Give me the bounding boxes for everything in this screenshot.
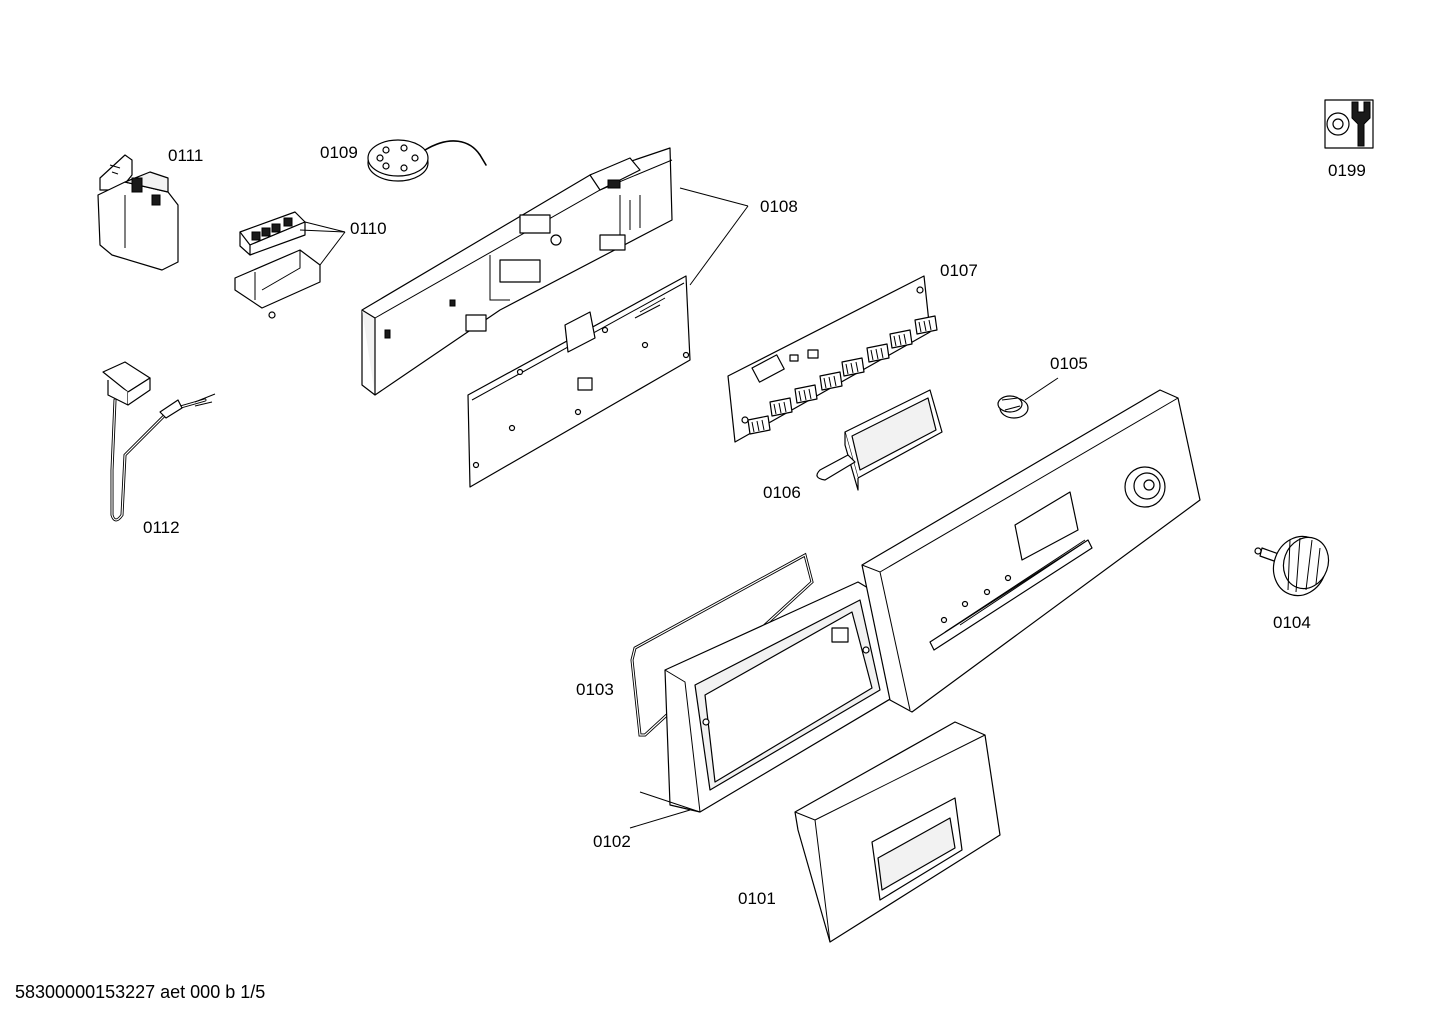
label-0110: 0110 (350, 219, 387, 238)
label-0104: 0104 (1273, 613, 1311, 632)
label-0108: 0108 (760, 197, 798, 216)
leader-lines (299, 187, 1059, 829)
part-0107-control-pcb (727, 275, 938, 443)
part-0110-module (234, 211, 321, 319)
part-0108-carrier (361, 147, 673, 396)
label-0101: 0101 (738, 889, 776, 908)
part-control-panel (861, 389, 1201, 713)
label-0106: 0106 (763, 483, 801, 502)
part-0108-pcb (467, 275, 691, 488)
label-0105: 0105 (1050, 354, 1088, 373)
part-0199-wrench-icon (1324, 99, 1374, 149)
label-0107: 0107 (940, 261, 978, 280)
label-0103: 0103 (576, 680, 614, 699)
document-reference: 58300000153227 aet 000 b 1/5 (15, 982, 266, 1002)
part-0101-drawer (794, 721, 1001, 943)
part-0104-knob (1254, 535, 1330, 597)
part-0103-seal (630, 552, 814, 737)
part-0102-frame (664, 581, 903, 813)
part-0106-display (816, 389, 943, 491)
part-0112-mains-cable (102, 361, 216, 522)
part-0109-buzzer (367, 139, 487, 182)
label-0102: 0102 (593, 832, 631, 851)
part-0105-adapter (997, 395, 1029, 419)
label-0112: 0112 (143, 518, 180, 537)
pushbutton-switches (747, 315, 938, 435)
label-0109: 0109 (320, 143, 358, 162)
label-0111: 0111 (168, 146, 204, 165)
label-0199: 0199 (1328, 161, 1366, 180)
part-0111-suppressor (97, 154, 179, 271)
